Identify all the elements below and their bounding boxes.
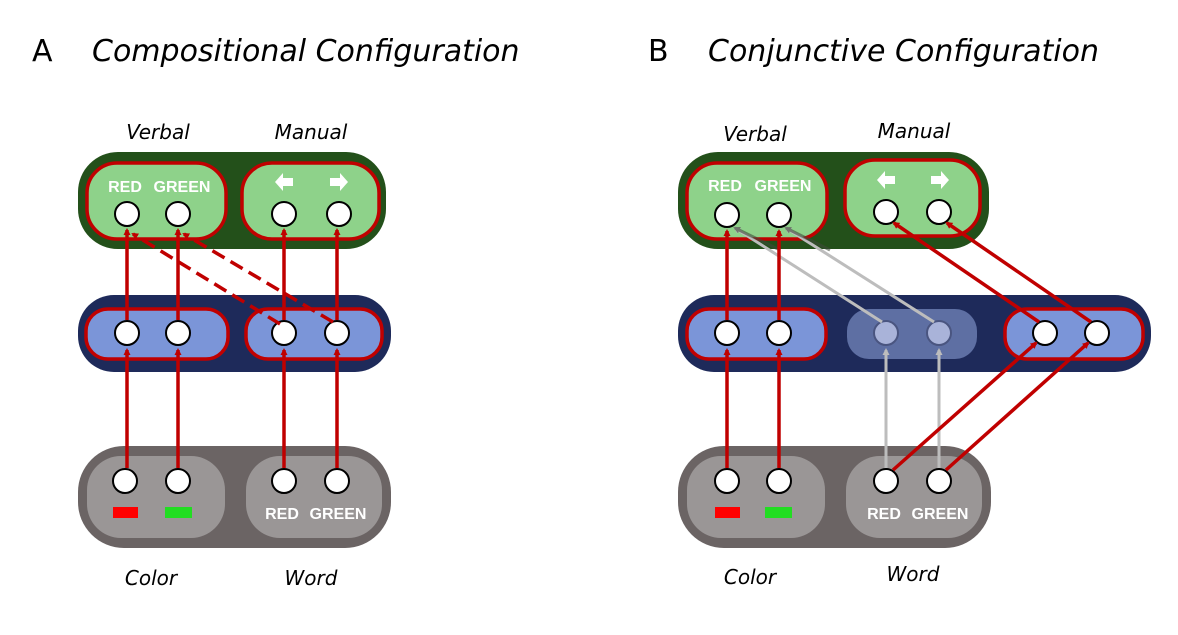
panel-a-output-node-left — [271, 201, 297, 227]
panel-b-letter: B — [648, 34, 669, 69]
panel-b-hidden-node — [1032, 320, 1058, 346]
panel-b-manual-label: Manual — [877, 119, 951, 143]
panel-b-hidden-node — [714, 320, 740, 346]
panel-a-input-node-color-red — [112, 468, 138, 494]
panel-b-arrow — [891, 341, 1038, 472]
panel-a-right-arrow-icon — [330, 173, 348, 191]
panel-b-diagram: RED GREEN RED GREEN — [678, 152, 1151, 548]
panel-b-inactive-arrow-tip — [784, 226, 831, 252]
panel-b-hidden-pill-color — [685, 307, 828, 361]
panel-b-input-word-red: RED — [867, 506, 901, 523]
panel-b-verbal-label: Verbal — [723, 122, 787, 146]
panel-b-color-pill — [687, 456, 825, 538]
panel-b-hidden-node-inactive — [926, 320, 952, 346]
panel-b-output-node-right — [926, 199, 952, 225]
panel-a-letter: A — [32, 34, 53, 69]
panel-b-hidden-pill-inactive — [847, 309, 977, 359]
panel-a-hidden-node — [271, 320, 297, 346]
panel-a-output-node-green — [165, 201, 191, 227]
panel-b-input-node-word-red — [873, 468, 899, 494]
panel-b-green-swatch — [765, 507, 792, 518]
panel-b-left-arrow-icon — [877, 171, 895, 189]
panel-b-word-label: Word — [886, 562, 940, 586]
panel-a-word-label: Word — [284, 566, 338, 590]
panel-a-hidden-pill-word — [244, 307, 384, 361]
panel-a-manual-label: Manual — [274, 120, 348, 144]
panel-a-output-word-green: GREEN — [154, 179, 211, 196]
panel-b-color-label: Color — [723, 565, 777, 589]
panel-a-red-swatch — [113, 507, 138, 518]
panel-a-color-label: Color — [124, 566, 178, 590]
panel-a-output-node-red — [114, 201, 140, 227]
panel-b-red-swatch — [715, 507, 740, 518]
panel-a-diagram: RED GREEN RED GREEN — [78, 152, 391, 548]
panel-b-verbal-pill — [685, 161, 829, 241]
panel-b-inactive-arrow-tip — [733, 226, 781, 252]
panel-b-output-node-left — [873, 199, 899, 225]
panel-a-input-word-green: GREEN — [310, 506, 367, 523]
panel-b-hidden-node-inactive — [873, 320, 899, 346]
panel-b-word-pill — [846, 456, 982, 538]
panel-b-hidden-node — [1084, 320, 1110, 346]
panel-a-green-swatch — [165, 507, 192, 518]
panel-a-dashed-arrow — [182, 232, 334, 324]
panel-b-input-node-word-green — [926, 468, 952, 494]
panel-b-arrow — [945, 221, 1092, 324]
panel-a-left-arrow-icon — [275, 173, 293, 191]
panel-b-input-node-color-green — [766, 468, 792, 494]
panel-a-output-word-red: RED — [108, 179, 142, 196]
panel-a-hidden-node — [165, 320, 191, 346]
panel-b-input-word-green: GREEN — [912, 506, 969, 523]
panel-b-title: Conjunctive Configuration — [708, 34, 1099, 69]
panel-a-input-node-color-green — [165, 468, 191, 494]
panel-a-hidden-node — [114, 320, 140, 346]
panel-a-manual-pill — [240, 161, 381, 241]
panel-a-title: Compositional Configuration — [92, 34, 520, 69]
panel-a-input-node-word-green — [324, 468, 350, 494]
panel-b-right-arrow-icon — [931, 171, 949, 189]
panel-b-inactive-arrow — [784, 226, 935, 324]
panel-b-manual-pill — [843, 158, 982, 238]
panel-a-word-pill — [246, 456, 382, 538]
panel-b-arrow — [944, 341, 1090, 472]
panel-b-hidden-node — [766, 320, 792, 346]
panel-a-input-node-word-red — [271, 468, 297, 494]
panel-a-hidden-node — [324, 320, 350, 346]
panel-a-input-word-red: RED — [265, 506, 299, 523]
panel-a-hidden-pill-color — [84, 307, 230, 361]
panel-b-output-word-green: GREEN — [755, 178, 812, 195]
panel-a-color-pill — [87, 456, 225, 538]
panel-a-output-node-right — [326, 201, 352, 227]
panel-b-arrow — [892, 221, 1040, 324]
panel-b-output-word-red: RED — [708, 178, 742, 195]
panel-b-output-node-green — [766, 202, 792, 228]
panel-a-verbal-pill — [85, 161, 228, 241]
panel-b-inactive-arrow — [733, 226, 883, 324]
panel-b-input-node-color-red — [714, 468, 740, 494]
panel-a-dashed-arrow — [131, 232, 281, 326]
panel-a-verbal-label: Verbal — [126, 120, 190, 144]
panel-b-output-node-red — [714, 202, 740, 228]
